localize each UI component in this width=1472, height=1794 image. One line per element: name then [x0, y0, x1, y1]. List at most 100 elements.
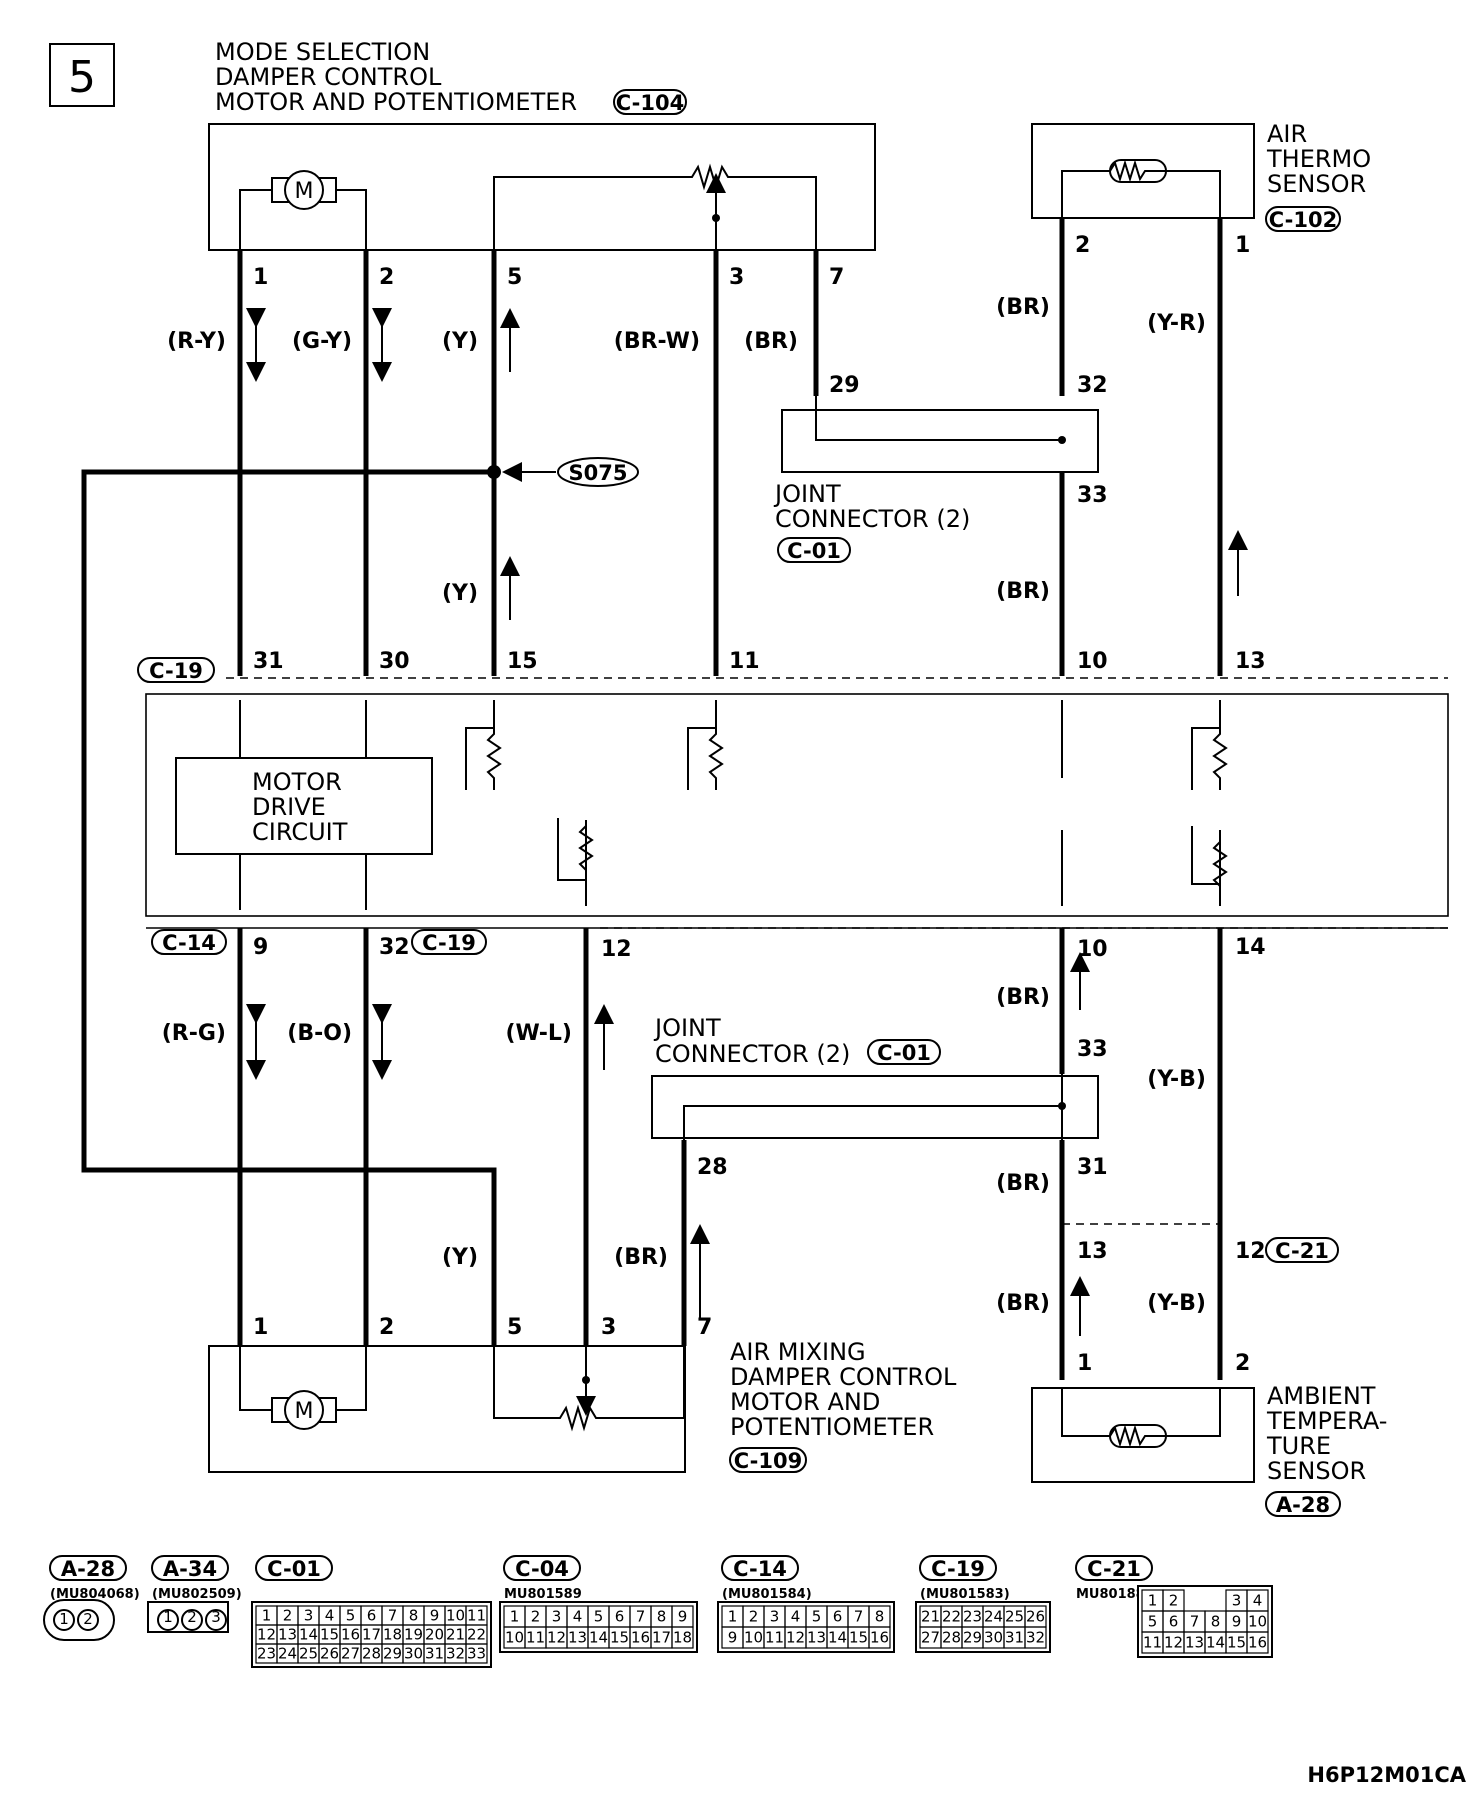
connector-pin: 8 [1211, 1613, 1221, 1631]
lower-wires: (R-G) (B-O) (W-L) (BR) (Y-B) (BR) (Y) (B… [162, 928, 1223, 1380]
connector-pin: 18 [383, 1626, 402, 1644]
connector-pin: 9 [728, 1629, 738, 1647]
connector-tag-c102: C-102 [1265, 206, 1341, 232]
svg-text:M: M [295, 179, 314, 204]
connector-pin: 11 [1143, 1634, 1162, 1652]
connector-pin: 20 [425, 1626, 444, 1644]
connector-pin: 24 [278, 1645, 297, 1663]
connector-pin: 2 [187, 1608, 197, 1626]
pin-label: 5 [507, 1315, 522, 1340]
connector-pin: 1 [262, 1607, 272, 1625]
connector-pin: 12 [786, 1629, 805, 1647]
connector-pin: 31 [425, 1645, 444, 1663]
motor-drive-1: MOTOR [252, 768, 342, 796]
connector-id: A-34 [163, 1557, 217, 1581]
wire-color: (Y) [442, 1245, 478, 1270]
pin-label: 11 [729, 649, 760, 674]
connector-pin: 14 [1206, 1634, 1225, 1652]
connector-pin: 12 [257, 1626, 276, 1644]
pin-label: 2 [379, 1315, 394, 1340]
motor-drive-2: DRIVE [252, 793, 326, 821]
connector-pin: 12 [547, 1629, 566, 1647]
connector-pin: 1 [1148, 1592, 1158, 1610]
pin-label: 10 [1077, 937, 1108, 962]
page-number: 5 [68, 52, 96, 103]
connector-pin: 10 [1248, 1613, 1267, 1631]
ambient-title-4: SENSOR [1267, 1457, 1366, 1485]
connector-id: C-01 [267, 1557, 321, 1581]
connector-pin: 2 [283, 1607, 293, 1625]
mode-motor-pins: 1 2 5 3 7 [253, 265, 844, 290]
connector-pin: 9 [430, 1607, 440, 1625]
wire-color: (BR) [996, 1171, 1050, 1196]
air-mix-title-3: MOTOR AND [730, 1388, 880, 1416]
wire-color: (BR) [996, 1291, 1050, 1316]
mode-motor-title-2: DAMPER CONTROL [215, 63, 442, 91]
connector-pin: 30 [404, 1645, 423, 1663]
wire-color: (R-Y) [167, 329, 226, 354]
connector-pin: 4 [573, 1608, 583, 1626]
c01-label-upper: C-01 [787, 539, 841, 563]
connector-pin: 16 [341, 1626, 360, 1644]
connector-pin: 5 [346, 1607, 356, 1625]
connector-pin: 1 [510, 1608, 520, 1626]
connector-pin: 5 [812, 1608, 822, 1626]
pin-label: 2 [379, 265, 394, 290]
splice-s075: S075 [81, 457, 639, 1346]
connector-id: C-14 [733, 1557, 787, 1581]
connector-pin: 2 [83, 1610, 93, 1628]
connector-pin: 28 [362, 1645, 381, 1663]
thermo-title-1: AIR [1267, 120, 1307, 148]
air-mix-title-1: AIR MIXING [730, 1338, 866, 1366]
connector-pin: 22 [467, 1626, 486, 1644]
connector-pin: 13 [278, 1626, 297, 1644]
connector-pin: 14 [299, 1626, 318, 1644]
connector-pin: 32 [446, 1645, 465, 1663]
connector-pin: 12 [1164, 1634, 1183, 1652]
connector-pin: 14 [828, 1629, 847, 1647]
svg-text:M: M [295, 1399, 314, 1424]
c102-label: C-102 [1269, 208, 1337, 232]
connector-id: C-19 [931, 1557, 985, 1581]
thermo-title-3: SENSOR [1267, 170, 1366, 198]
connector-pin: 21 [921, 1608, 940, 1626]
connector-tag-c104: C-104 [613, 89, 687, 115]
pin-label: 33 [1077, 1037, 1108, 1062]
c104-label: C-104 [616, 91, 684, 115]
connector-pin: 6 [367, 1607, 377, 1625]
connector-pin: 10 [744, 1629, 763, 1647]
connector-pin: 10 [505, 1629, 524, 1647]
connector-pin: 7 [1190, 1613, 1200, 1631]
connector-pin: 5 [1148, 1613, 1158, 1631]
joint-upper-title-2: CONNECTOR (2) [775, 505, 970, 533]
connector-pin: 14 [589, 1629, 608, 1647]
c01-label-lower: C-01 [877, 1041, 931, 1065]
mode-selection-motor: MODE SELECTION DAMPER CONTROL MOTOR AND … [208, 38, 876, 251]
connector-pin: 6 [615, 1608, 625, 1626]
pin-label: 33 [1077, 483, 1108, 508]
connector-pin: 7 [854, 1608, 864, 1626]
connector-pin: 31 [1005, 1629, 1024, 1647]
connector-pin: 13 [807, 1629, 826, 1647]
ambient-title-1: AMBIENT [1267, 1382, 1376, 1410]
pin-label: 7 [697, 1315, 712, 1340]
connector-pin: 16 [631, 1629, 650, 1647]
ecu-block: C-19 31 30 15 11 10 13 MOTOR DRIVE CIRCU… [137, 649, 1449, 962]
connector-pin: 33 [467, 1645, 486, 1663]
pin-label: 2 [1235, 1351, 1250, 1376]
pin-label: 5 [507, 265, 522, 290]
connector-pin: 6 [1169, 1613, 1179, 1631]
connector-pin: 3 [304, 1607, 314, 1625]
connector-id: A-28 [61, 1557, 115, 1581]
connector-pin: 3 [770, 1608, 780, 1626]
connector-pin: 28 [942, 1629, 961, 1647]
wire-color: (W-L) [505, 1021, 572, 1046]
pin-label: 32 [379, 935, 410, 960]
connector-pin: 2 [531, 1608, 541, 1626]
connector-part-number: (MU801584) [722, 1587, 812, 1602]
wire-color: (Y-B) [1147, 1067, 1206, 1092]
pin-label: 15 [507, 649, 538, 674]
